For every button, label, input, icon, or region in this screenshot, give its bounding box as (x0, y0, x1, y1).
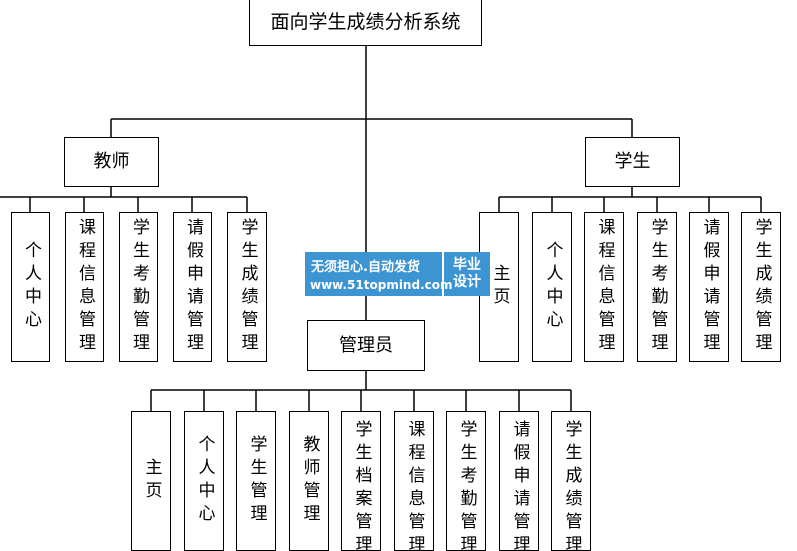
watermark-badge-bottom: 设计 (453, 274, 481, 290)
watermark-url: www.51topmind.com (310, 278, 453, 292)
admin-node-label: 管理员 (339, 334, 393, 356)
admin-child-label: 学生档案管理 (351, 420, 372, 551)
student-child-label: 课程信息管理 (594, 218, 615, 356)
teacher-child-grades: 学生成绩管理 (227, 212, 267, 362)
admin-child-personal-center: 个人中心 (184, 411, 224, 551)
root-node: 面向学生成绩分析系统 (249, 0, 482, 46)
teacher-node-label: 教师 (93, 151, 130, 172)
student-child-course-info: 课程信息管理 (584, 212, 624, 362)
admin-child-student-mgmt: 学生管理 (236, 411, 276, 551)
student-node-label: 学生 (614, 151, 651, 172)
student-child-grades: 学生成绩管理 (741, 212, 781, 362)
student-child-leave-request: 请假申请管理 (689, 212, 729, 362)
teacher-child-label: 学生成绩管理 (237, 218, 258, 356)
watermark-slogan: 无须担心.自动发货 (311, 260, 420, 275)
student-child-label: 主页 (489, 264, 510, 310)
admin-child-teacher-mgmt: 教师管理 (289, 411, 329, 551)
admin-node: 管理员 (307, 320, 425, 371)
teacher-child-leave-request: 请假申请管理 (173, 212, 212, 362)
student-child-attendance: 学生考勤管理 (637, 212, 677, 362)
teacher-child-label: 个人中心 (21, 241, 41, 333)
admin-child-label: 请假申请管理 (509, 420, 530, 551)
teacher-child-label: 请假申请管理 (183, 218, 203, 356)
student-child-personal-center: 个人中心 (532, 212, 572, 362)
watermark-badge-top: 毕业 (453, 257, 481, 274)
teacher-child-label: 课程信息管理 (75, 218, 95, 356)
teacher-child-label: 学生考勤管理 (129, 218, 149, 356)
student-child-label: 学生成绩管理 (751, 218, 772, 356)
admin-child-course-info: 课程信息管理 (394, 411, 434, 551)
watermark-banner: 无须担心.自动发货 www.51topmind.com 毕业 设计 (305, 252, 490, 296)
admin-child-student-records: 学生档案管理 (341, 411, 381, 551)
teacher-child-attendance: 学生考勤管理 (119, 212, 158, 362)
teacher-child-personal-center: 个人中心 (11, 212, 50, 362)
admin-child-label: 个人中心 (194, 435, 215, 527)
root-node-label: 面向学生成绩分析系统 (270, 11, 461, 33)
student-child-label: 请假申请管理 (699, 218, 720, 356)
watermark-badge: 毕业 设计 (442, 252, 490, 296)
admin-child-label: 学生成绩管理 (561, 420, 582, 551)
admin-child-attendance: 学生考勤管理 (446, 411, 486, 551)
teacher-child-course-info: 课程信息管理 (65, 212, 104, 362)
admin-child-label: 教师管理 (299, 435, 320, 527)
admin-child-label: 主页 (141, 458, 162, 504)
admin-child-leave-request: 请假申请管理 (499, 411, 539, 551)
student-node: 学生 (585, 137, 680, 187)
admin-child-label: 学生管理 (246, 435, 267, 527)
admin-child-grades: 学生成绩管理 (551, 411, 591, 551)
student-child-label: 个人中心 (542, 241, 563, 333)
admin-child-label: 学生考勤管理 (456, 420, 477, 551)
student-child-label: 学生考勤管理 (647, 218, 668, 356)
admin-child-label: 课程信息管理 (404, 420, 425, 551)
admin-child-home: 主页 (131, 411, 171, 551)
teacher-node: 教师 (64, 137, 159, 187)
